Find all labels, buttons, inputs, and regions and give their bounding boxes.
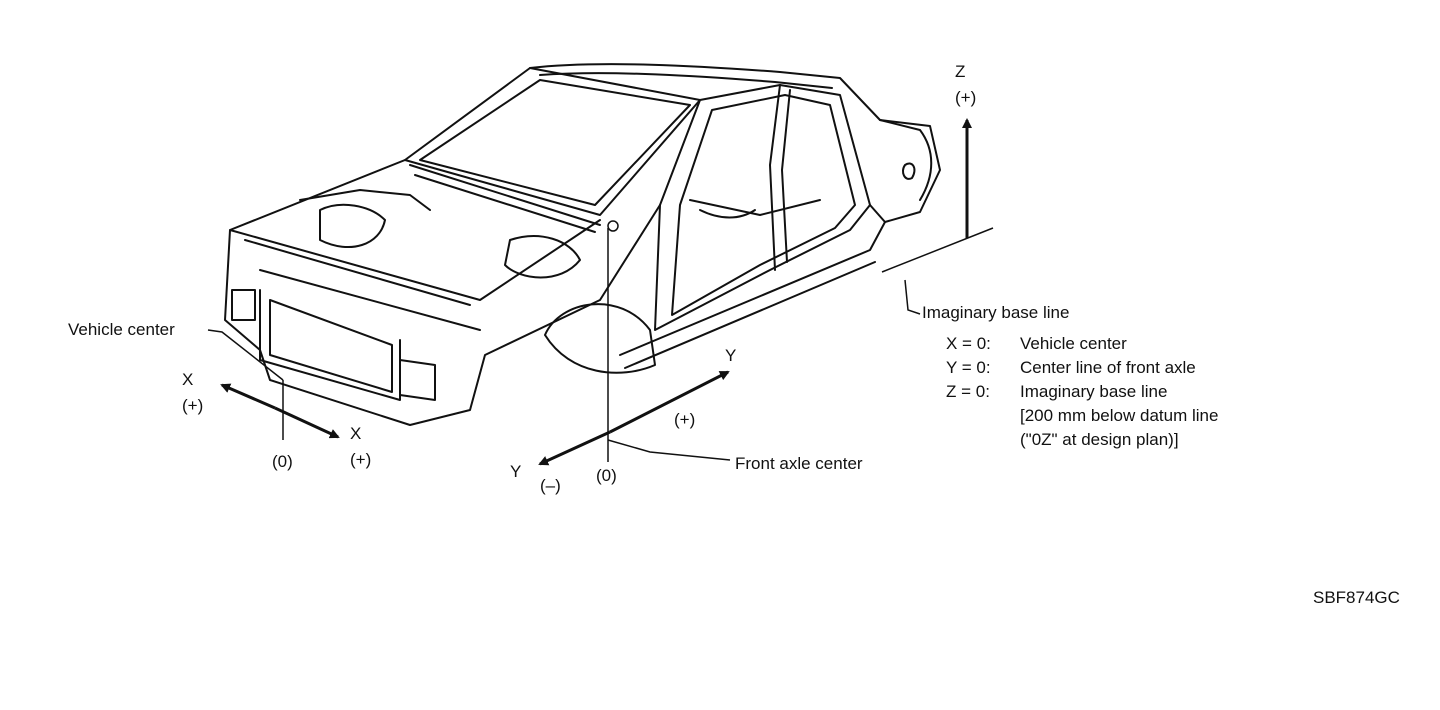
vehicle-center-label: Vehicle center <box>68 320 175 339</box>
imaginary-base-line <box>881 227 994 273</box>
x-zero-label: (0) <box>272 452 293 471</box>
legend-text: [200 mm below datum line <box>1020 406 1219 425</box>
legend-text: ("0Z" at design plan)] <box>1020 430 1179 449</box>
x-axis-arrow <box>220 383 276 410</box>
vehicle-center-leader <box>207 329 284 381</box>
legend-row-note-2: ("0Z" at design plan)] <box>946 430 1179 450</box>
figure-code: SBF874GC <box>1313 588 1400 607</box>
imaginary-base-line-label: Imaginary base line <box>922 303 1070 322</box>
legend-row-z: Z = 0: Imaginary base line <box>946 382 1167 402</box>
front-axle-marker <box>607 220 619 232</box>
x-axis-sign-bottom: (+) <box>350 450 372 469</box>
y-axis-label-bottom: Y <box>510 462 522 481</box>
y-axis-arrow-minus <box>538 430 611 466</box>
y-axis-plus-label: (+) <box>674 410 696 429</box>
z-axis-label: Z <box>955 62 966 81</box>
y-axis-minus-label: (–) <box>540 476 561 495</box>
z-axis-sign: (+) <box>955 88 977 107</box>
y-zero-label: (0) <box>596 466 617 485</box>
legend-row-y: Y = 0: Center line of front axle <box>946 358 1196 378</box>
y-axis-arrow-plus <box>609 370 730 434</box>
x-axis-arrow-plus <box>274 406 340 439</box>
legend-key: X = 0: <box>946 334 991 353</box>
base-line-leader <box>904 279 921 315</box>
legend-text: Center line of front axle <box>1020 358 1196 377</box>
legend-row-note-1: [200 mm below datum line <box>946 406 1218 426</box>
x-axis-sign-top: (+) <box>182 396 204 415</box>
front-axle-leader <box>607 439 731 461</box>
x-axis-label-bottom: X <box>350 424 362 443</box>
legend-key: Z = 0: <box>946 382 990 401</box>
car-body-outline <box>224 63 941 426</box>
legend-key: Y = 0: <box>946 358 991 377</box>
front-axle-center-label: Front axle center <box>735 454 863 473</box>
y-axis-label-top: Y <box>725 346 737 365</box>
x-axis-label-top: X <box>182 370 194 389</box>
legend-text: Vehicle center <box>1020 334 1127 353</box>
legend-row-x: X = 0: Vehicle center <box>946 334 1127 354</box>
legend-text: Imaginary base line <box>1020 382 1168 401</box>
